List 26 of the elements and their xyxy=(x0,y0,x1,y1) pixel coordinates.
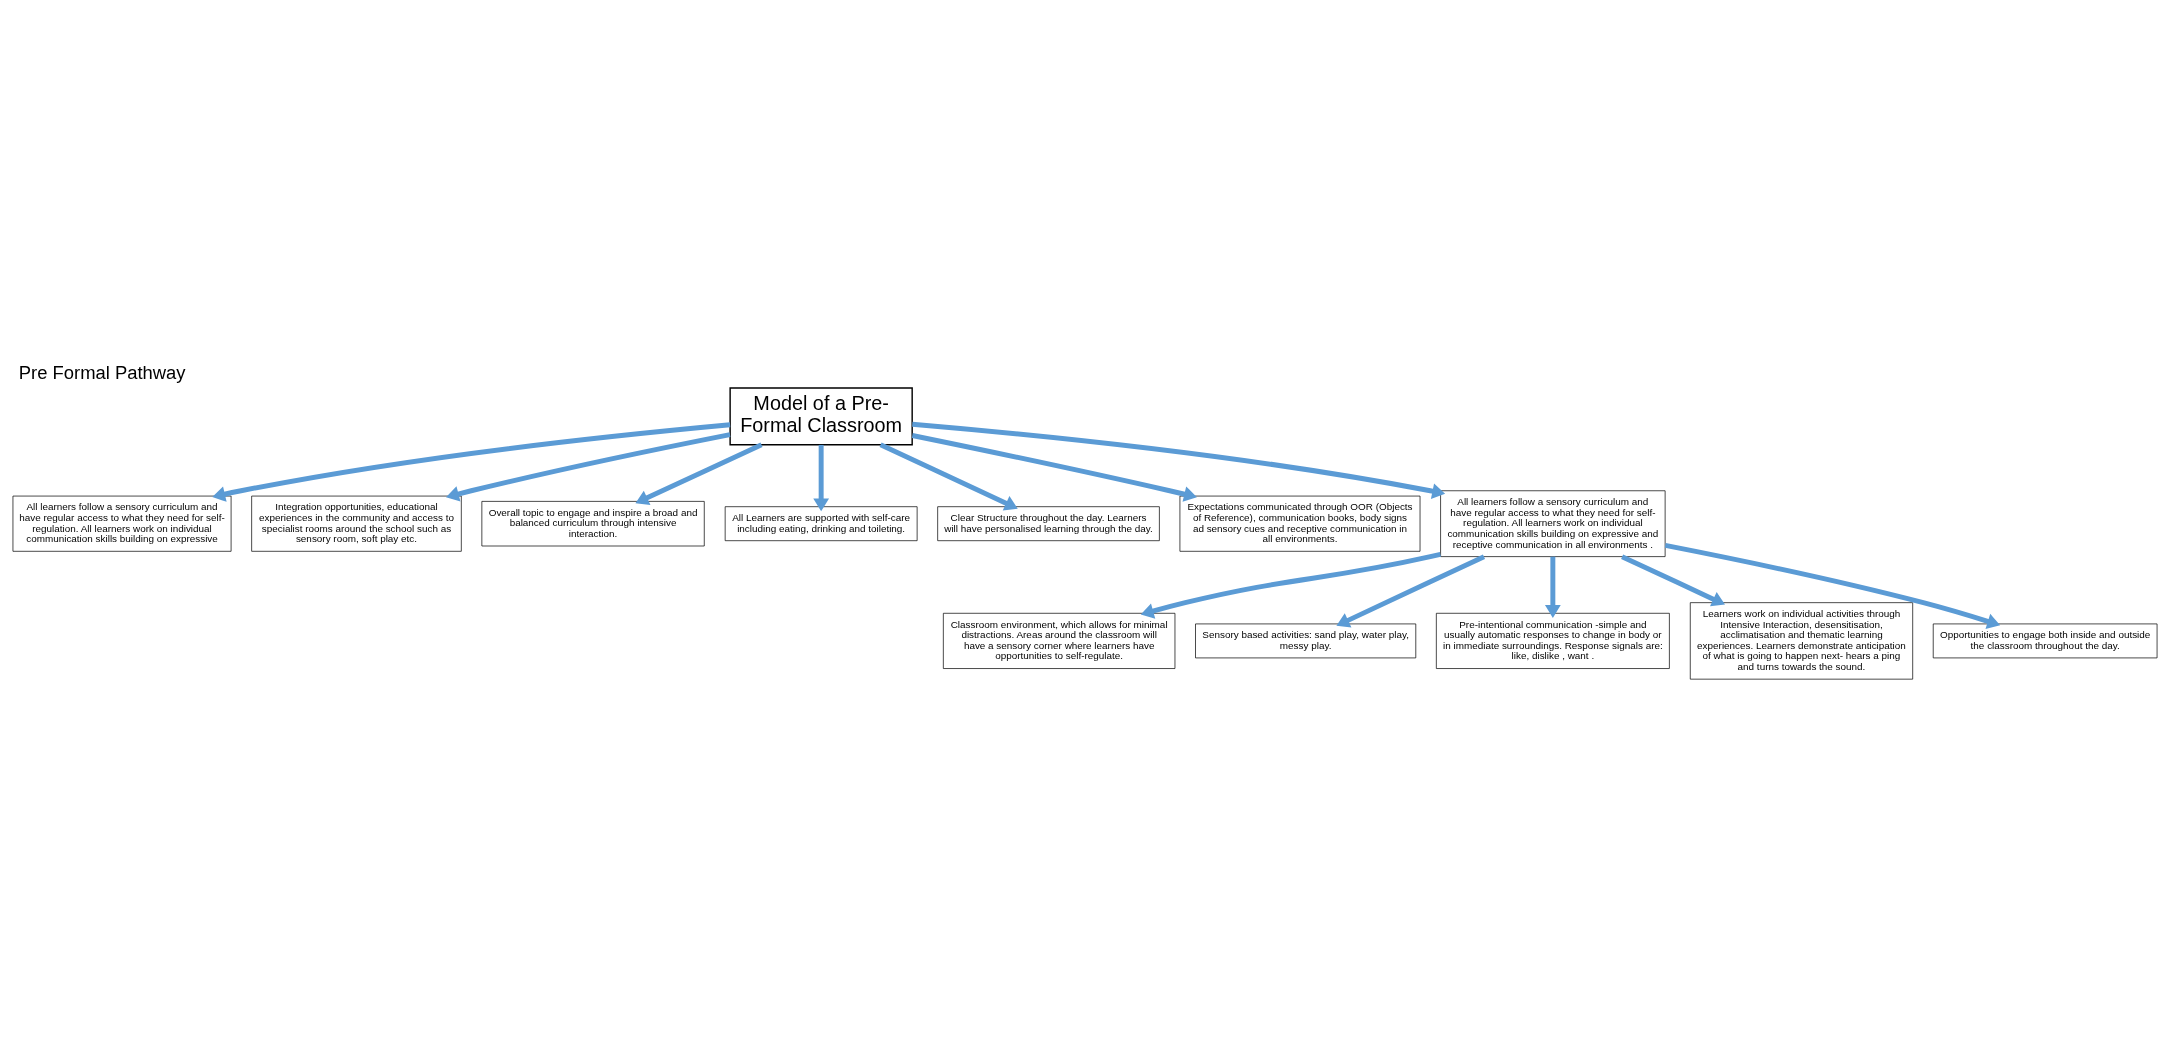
node-box: Sensory based activities: sand play, water play, messy play. xyxy=(1195,623,1417,659)
node-box: Expectations communicated through OOR (Objects of Reference), communication books, body signs ad sensory cues and receptive communication in all environments. xyxy=(1179,495,1421,552)
arrow xyxy=(1140,551,1441,619)
node-box: All learners follow a sensory curriculum and have regular access to what they need for self-regulation. All learners work on individual communication skills building on expressive xyxy=(12,495,232,552)
arrow xyxy=(912,421,1446,499)
arrow xyxy=(1336,554,1486,628)
diagram-title: Pre Formal Pathway xyxy=(18,362,186,384)
node-box: Learners work on individual activities through Intensive Interaction, desensitisation, acclimatisation and thematic learning experiences. Learners demonstrate anticipation of what is going to happen next- hears a ping and turns towards the sound. xyxy=(1689,602,1914,680)
arrow xyxy=(1664,542,2001,629)
node-box: Model of a Pre-Formal Classroom xyxy=(729,387,913,446)
arrow xyxy=(1621,554,1726,607)
node-box: Integration opportunities, educational experiences in the community and access to specialist rooms around the school such as sensory room, soft play etc. xyxy=(251,495,462,552)
node-box: All learners follow a sensory curriculum and have regular access to what they need for self-regulation. All learners work on individual communication skills building on expressive and receptive communication in all environments . xyxy=(1440,490,1666,557)
arrow xyxy=(1544,556,1561,618)
arrow xyxy=(813,444,830,512)
arrow xyxy=(911,433,1197,502)
node-box: Pre-intentional communication -simple and usually automatic responses to change in body or in immediate surroundings. Response signals are: like, dislike , want . xyxy=(1435,612,1670,669)
node-box: Clear Structure throughout the day. Learners will have personalised learning through the day. xyxy=(937,506,1160,542)
node-box: All Learners are supported with self-care including eating, drinking and toileting. xyxy=(724,506,918,542)
arrow xyxy=(446,432,731,502)
node-box: Classroom environment, which allows for minimal distractions. Areas around the classroom will have a sensory corner where learners have opportunities to self-regulate. xyxy=(942,612,1176,669)
node-box: Overall topic to engage and inspire a broad and balanced curriculum through intensive interaction. xyxy=(481,501,705,547)
arrow xyxy=(212,422,731,502)
arrow xyxy=(879,442,1018,511)
node-box: Opportunities to engage both inside and outside the classroom throughout the day. xyxy=(1932,623,2158,659)
arrow xyxy=(635,442,763,506)
